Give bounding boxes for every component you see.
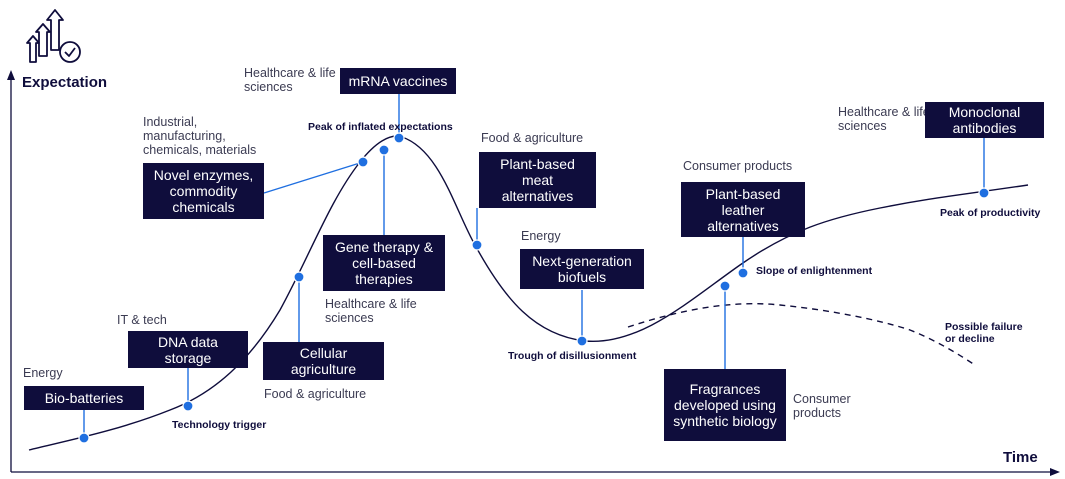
hype-curve: [28, 135, 1029, 451]
tech-box-dna-storage: DNA data storage: [128, 331, 248, 368]
curve-point-plant-meat: [471, 239, 483, 251]
stage-failure: Possible failure or decline: [945, 321, 1023, 345]
sector-label-mrna: Healthcare & life sciences: [244, 66, 336, 94]
tech-box-biofuels: Next-generation biofuels: [520, 249, 644, 289]
tech-box-leather: Plant-based leather alternatives: [681, 182, 805, 237]
growth-arrows-check-icon: [26, 9, 81, 63]
tech-box-gene-therapy: Gene therapy & cell-based therapies: [323, 235, 445, 291]
tech-box-antibodies: Monoclonal antibodies: [925, 102, 1044, 138]
y-axis-label: Expectation: [22, 74, 108, 91]
curve-point-antibodies: [978, 187, 990, 199]
sector-label-novel-enzymes: Industrial, manufacturing, chemicals, ma…: [143, 115, 257, 157]
curve-point-biofuels: [576, 335, 588, 347]
sector-label-cellular-agriculture: Food & agriculture: [264, 387, 367, 401]
curve-points: [78, 132, 990, 444]
sector-label-fragrances: Consumer products: [793, 392, 851, 420]
tech-box-bio-batteries: Bio-batteries: [24, 386, 144, 410]
tech-box-cellular-agriculture: Cellular agriculture: [263, 342, 384, 380]
sector-label-dna-storage: IT & tech: [117, 313, 167, 327]
sector-label-plant-meat: Food & agriculture: [481, 131, 584, 145]
curve-point-fragrances: [719, 280, 731, 292]
curve-point-bio-batteries: [78, 432, 90, 444]
curve-point-dna-storage: [182, 400, 194, 412]
connectors: [83, 94, 985, 438]
sector-label-leather: Consumer products: [683, 159, 793, 173]
stage-slope: Slope of enlightenment: [756, 265, 873, 277]
stage-productivity: Peak of productivity: [940, 207, 1041, 219]
stage-technology-trigger: Technology trigger: [172, 419, 267, 431]
sector-label-biofuels: Energy: [521, 229, 561, 243]
x-axis-label: Time: [1003, 449, 1038, 466]
tech-box-plant-meat: Plant-based meat alternatives: [479, 152, 596, 208]
sector-label-bio-batteries: Energy: [23, 366, 63, 380]
tech-box-fragrances: Fragrances developed using synthetic bio…: [664, 369, 786, 441]
sector-label-antibodies: Healthcare & life sciences: [838, 105, 930, 133]
sector-label-gene-therapy: Healthcare & life sciences: [325, 297, 417, 325]
stage-peak-inflated: Peak of inflated expectations: [308, 121, 453, 133]
failure-branch: [627, 303, 976, 366]
tech-box-novel-enzymes: Novel enzymes, commodity chemicals: [143, 163, 264, 219]
curve-point-cellular-agriculture: [293, 271, 305, 283]
axes: [7, 70, 1060, 476]
curve-point-gene-therapy: [378, 144, 390, 156]
stage-trough: Trough of disillusionment: [508, 350, 637, 362]
curve-point-novel-enzymes: [357, 156, 369, 168]
curve-point-leather: [737, 267, 749, 279]
curve-point-mrna: [393, 132, 405, 144]
tech-box-mrna: mRNA vaccines: [340, 68, 456, 94]
